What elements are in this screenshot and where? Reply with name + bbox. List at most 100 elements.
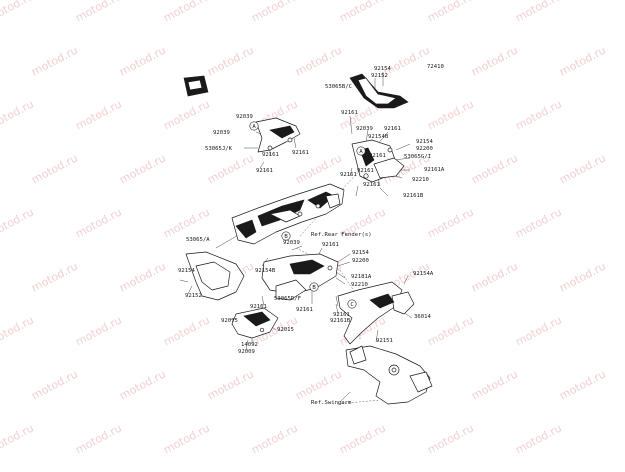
watermark-text: motod.ru (469, 43, 520, 78)
part-label: 53065D/F (274, 296, 302, 302)
left-side-cover-part (185, 251, 245, 301)
watermark-text: motod.ru (337, 0, 388, 25)
watermark-text: motod.ru (29, 43, 80, 78)
watermark-text: motod.ru (0, 205, 36, 240)
part-label: 53065B/C (325, 84, 352, 90)
watermark-text: motod.ru (73, 313, 124, 348)
watermark-text: motod.ru (0, 421, 36, 456)
part-label: 14092 (241, 342, 258, 348)
watermark-text: motod.ru (29, 259, 80, 294)
callout-c: C (347, 299, 357, 309)
watermark-text: motod.ru (0, 97, 36, 132)
watermark-text: motod.ru (161, 313, 212, 348)
watermark-text: motod.ru (557, 43, 608, 78)
watermark-layer: motod.ru motod.ru motod.ru motod.ru motod.ru… (0, 0, 608, 457)
watermark-text: motod.ru (293, 43, 344, 78)
callout-b-2: B (309, 282, 319, 292)
part-label: 92075 (221, 318, 238, 324)
part-label: 92161 (262, 152, 279, 158)
watermark-text: motod.ru (425, 421, 476, 456)
watermark-text: motod.ru (73, 205, 124, 240)
emblem-icon (183, 75, 209, 97)
part-label: 92161 (322, 242, 339, 248)
part-label: 92154 (416, 139, 433, 145)
part-label: 92161A (424, 167, 445, 173)
watermark-text: motod.ru (161, 205, 212, 240)
watermark-text: motod.ru (557, 259, 608, 294)
callout-c-label: C (350, 302, 353, 308)
watermark-text: motod.ru (557, 151, 608, 186)
watermark-text: motod.ru (205, 151, 256, 186)
watermark-text: motod.ru (0, 0, 36, 25)
watermark-text: motod.ru (249, 0, 300, 25)
part-label: 92161 (384, 126, 401, 132)
part-label: 92039 (213, 130, 230, 136)
lower-middle-cover-part (261, 253, 339, 301)
part-label: 92039 (283, 240, 300, 246)
part-label: 92161 (340, 172, 357, 178)
swingarm-part (337, 281, 433, 405)
watermark-text: motod.ru (381, 43, 432, 78)
part-label: 92200 (416, 146, 433, 152)
watermark-text: motod.ru (425, 97, 476, 132)
watermark-text: motod.ru (513, 97, 564, 132)
part-label: 92200 (352, 258, 369, 264)
part-label: 53065/A (186, 237, 210, 243)
callout-b-2-label: B (312, 285, 316, 291)
watermark-text: motod.ru (161, 97, 212, 132)
part-label: 92161 (369, 153, 386, 159)
watermark-text: motod.ru (73, 97, 124, 132)
part-label: 53065G/I (404, 154, 431, 160)
rear-fender-assembly (231, 183, 345, 245)
part-label: 53065J/K (205, 146, 233, 152)
watermark-text: motod.ru (513, 0, 564, 25)
callout-b: B (281, 231, 291, 241)
part-label: 92161 (292, 150, 309, 156)
part-label: 36014 (414, 314, 431, 320)
watermark-text: motod.ru (0, 313, 36, 348)
part-label: 92161 (363, 182, 380, 188)
watermark-text: motod.ru (557, 367, 608, 402)
upper-left-cover-part (255, 117, 301, 153)
part-label: 92161 (341, 110, 358, 116)
watermark-text: motod.ru (425, 313, 476, 348)
watermark-text: motod.ru (73, 421, 124, 456)
part-label: 92154B (255, 268, 276, 274)
watermark-text: motod.ru (513, 313, 564, 348)
part-label: 92161 (256, 168, 273, 174)
part-label: 92181A (351, 274, 372, 280)
part-label: 92039 (236, 114, 253, 120)
watermark-text: motod.ru (249, 421, 300, 456)
diagram-code: 72410 (427, 64, 444, 70)
callout-a: A (249, 121, 259, 131)
ref-rear-fender: Ref.Rear Fender(s) (311, 232, 372, 238)
watermark-text: motod.ru (469, 259, 520, 294)
watermark-text: motod.ru (161, 421, 212, 456)
seat-cowl-cover-part (349, 73, 409, 109)
callout-a-2: A (356, 146, 366, 156)
part-label: 92154 (374, 66, 391, 72)
part-label: 92161 (250, 304, 267, 310)
callout-a-label: A (252, 124, 256, 130)
part-label: 92161B (403, 193, 424, 199)
watermark-text: motod.ru (205, 367, 256, 402)
watermark-text: motod.ru (73, 0, 124, 25)
watermark-text: motod.ru (469, 367, 520, 402)
watermark-text: motod.ru (425, 0, 476, 25)
part-label: 92154A (413, 271, 434, 277)
part-label: 92210 (351, 282, 368, 288)
right-bracket-part (351, 139, 405, 183)
watermark-text: motod.ru (469, 151, 520, 186)
watermark-text: motod.ru (117, 367, 168, 402)
watermark-text: motod.ru (117, 43, 168, 78)
watermark-text: motod.ru (293, 151, 344, 186)
watermark-text: motod.ru (161, 0, 212, 25)
watermark-text: motod.ru (117, 151, 168, 186)
part-label: 92161 (333, 312, 350, 318)
part-label: 92009 (238, 349, 255, 355)
callout-b-label: B (284, 234, 288, 240)
watermark-text: motod.ru (29, 367, 80, 402)
